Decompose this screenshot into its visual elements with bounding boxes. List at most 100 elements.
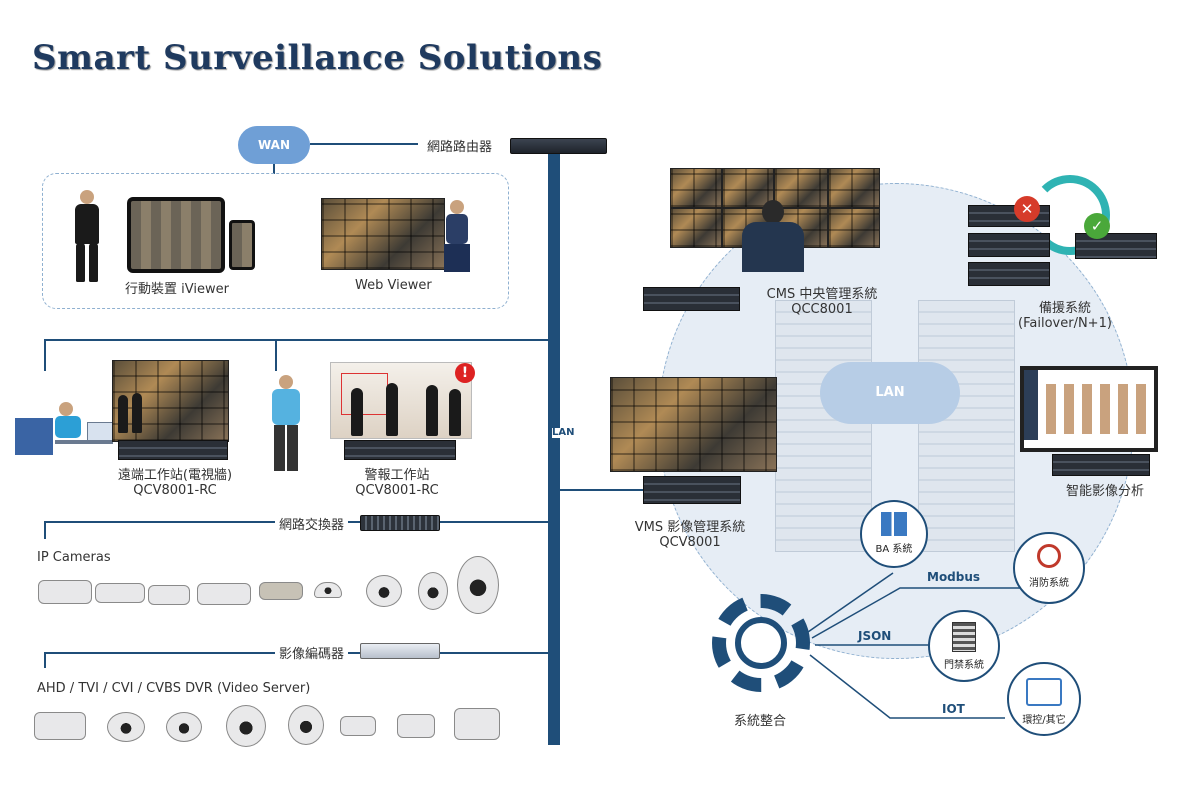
- touch-panel-icon: [1026, 678, 1062, 706]
- security-guard-figure: [266, 375, 306, 475]
- ip-camera-3: [148, 585, 190, 605]
- gear-inner-ring: [735, 617, 787, 669]
- ip-camera-1: [38, 580, 92, 604]
- integration-label: 系統整合: [733, 714, 786, 729]
- network-switch-device: [360, 515, 440, 531]
- failover-cycle-icon: [1030, 175, 1110, 255]
- lan-vertical-label: LAN: [552, 427, 575, 438]
- analog-camera-6: [340, 716, 376, 736]
- vms-label: VMS 影像管理系統 QCV8001: [620, 516, 760, 550]
- web-viewer-label: Web Viewer: [355, 278, 432, 293]
- cms-monitor-3: [774, 168, 828, 208]
- vms-screen: [610, 377, 777, 472]
- analog-camera-7: [397, 714, 435, 738]
- analog-camera-1: [34, 712, 86, 740]
- alarm-workstation-server: [344, 440, 456, 460]
- wan-cloud: WAN: [238, 126, 310, 164]
- analog-camera-3: [166, 712, 202, 742]
- cms-label: CMS 中央管理系統 QCC8001: [752, 283, 892, 317]
- analog-camera-8: [454, 708, 500, 740]
- router-label: 網路路由器: [427, 140, 493, 155]
- background-rack-1: [775, 300, 872, 552]
- desk-operator-figure: [15, 400, 115, 455]
- keypad-icon: [952, 622, 976, 652]
- alert-icon: !: [455, 363, 475, 383]
- modbus-label: Modbus: [927, 570, 981, 584]
- businessman-figure: [70, 190, 104, 285]
- backup-server-3: [968, 262, 1050, 286]
- cms-monitor-1: [670, 168, 722, 208]
- json-label: JSON: [858, 629, 892, 643]
- analytics-label: 智能影像分析: [1065, 484, 1144, 499]
- link-fire: [811, 587, 1022, 639]
- fire-bell-icon: [1037, 544, 1061, 568]
- alarm-scene: [330, 362, 472, 439]
- workstation-lan-line: [44, 339, 550, 341]
- workstation-drop-2: [275, 339, 277, 371]
- access-system-node: 門禁系統: [928, 610, 1000, 682]
- wan-down-line: [273, 164, 275, 174]
- web-operator-figure: [440, 200, 475, 275]
- analog-camera-4: [226, 705, 266, 747]
- fire-system-node: 消防系統: [1013, 532, 1085, 604]
- encoder-label: 影像編碼器: [275, 643, 349, 662]
- router-device: [510, 138, 607, 154]
- alarm-ws-label: 警報工作站 QCV8001-RC: [322, 464, 472, 498]
- background-rack-2: [918, 300, 1015, 552]
- cms-operator-figure: [738, 200, 808, 272]
- ip-camera-7: [366, 575, 402, 607]
- backup-label: 備援系統 (Failover/N+1): [1000, 297, 1130, 331]
- lan-to-vms-line: [560, 489, 645, 491]
- backup-name: 備援系統: [1038, 301, 1091, 316]
- cms-monitor-8: [828, 208, 880, 248]
- remote-ws-name: 遠端工作站(電視牆): [117, 468, 233, 483]
- viewers-group: [42, 173, 509, 309]
- ip-camera-2: [95, 583, 145, 603]
- workstation-drop-1: [44, 339, 46, 371]
- analytics-screen: [1020, 366, 1158, 452]
- ba-label: BA 系統: [875, 544, 913, 555]
- wan-router-line: [310, 143, 418, 145]
- web-viewer-screen: [321, 198, 445, 270]
- ip-camera-9: [457, 556, 499, 614]
- lan-cloud: LAN: [820, 362, 960, 424]
- link-ba: [807, 572, 894, 633]
- fail-icon: ✕: [1014, 196, 1040, 222]
- lan-cloud-label: LAN: [875, 385, 905, 400]
- tablet-device: [127, 197, 225, 273]
- fire-label: 消防系統: [1029, 578, 1069, 589]
- env-label: 環控/其它: [1022, 715, 1066, 726]
- video-encoder-device: [360, 643, 440, 659]
- dvr-label: AHD / TVI / CVI / CVBS DVR (Video Server…: [37, 681, 311, 696]
- remote-ws-label: 遠端工作站(電視牆) QCV8001-RC: [100, 464, 250, 498]
- backup-mode: (Failover/N+1): [1018, 316, 1112, 331]
- ip-cameras-label: IP Cameras: [37, 550, 111, 565]
- vms-name: VMS 影像管理系統: [634, 520, 746, 535]
- access-label: 門禁系統: [944, 660, 984, 671]
- ip-camera-5: [259, 582, 303, 600]
- building-icon: [881, 512, 907, 536]
- ba-system-node: BA 系統: [860, 500, 928, 568]
- analog-camera-2: [107, 712, 145, 742]
- cms-monitor-2: [722, 168, 774, 208]
- mobile-viewer-label: 行動裝置 iViewer: [125, 282, 229, 297]
- wan-label: WAN: [257, 138, 291, 152]
- phone-device: [229, 220, 255, 270]
- alarm-ws-model: QCV8001-RC: [355, 483, 439, 498]
- remote-workstation-server: [118, 440, 228, 460]
- cms-server: [643, 287, 740, 311]
- encoder-drop: [44, 652, 46, 668]
- switch-label: 網路交換器: [275, 514, 349, 533]
- remote-ws-model: QCV8001-RC: [133, 483, 217, 498]
- backup-server-4: [1075, 233, 1157, 259]
- ip-camera-6: [314, 582, 342, 598]
- presenter-figures: [118, 385, 148, 435]
- ip-camera-8: [418, 572, 448, 610]
- switch-drop: [44, 521, 46, 539]
- alarm-ws-name: 警報工作站: [364, 468, 430, 483]
- cms-monitor-4: [828, 168, 880, 208]
- env-system-node: 環控/其它: [1007, 662, 1081, 736]
- ip-camera-4: [197, 583, 251, 605]
- backup-server-2: [968, 233, 1050, 257]
